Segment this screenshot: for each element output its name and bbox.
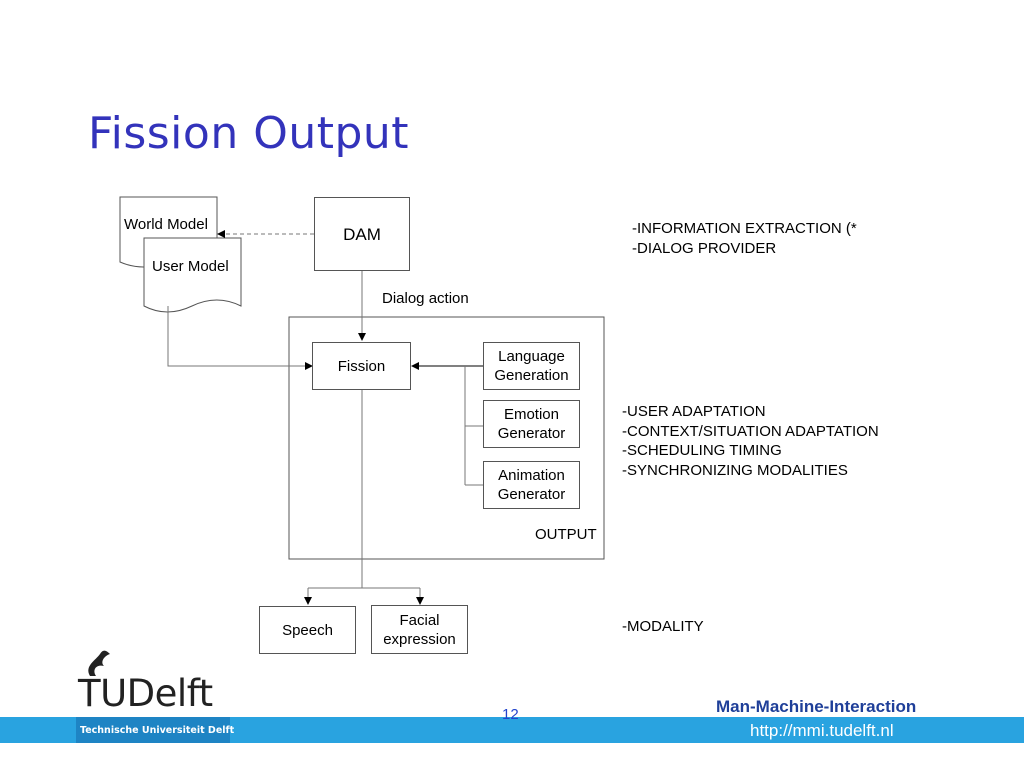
- user-model-label: User Model: [152, 258, 229, 275]
- world-model-label: World Model: [124, 216, 208, 233]
- speech-box: Speech: [259, 606, 356, 654]
- output-container: [288, 316, 605, 560]
- animation-generator-line1: Animation: [498, 467, 565, 484]
- speech-label: Speech: [282, 621, 333, 639]
- emotion-generator-box: Emotion Generator: [483, 400, 580, 448]
- language-generation-box: Language Generation: [483, 342, 580, 390]
- note-line: -CONTEXT/SITUATION ADAPTATION: [622, 422, 879, 440]
- dam-label: DAM: [343, 224, 381, 244]
- user-model-doc-shape: [143, 237, 242, 313]
- note-line: -SCHEDULING TIMING: [622, 442, 782, 459]
- notes-bottom: -MODALITY: [622, 617, 704, 637]
- dam-box: DAM: [314, 197, 410, 271]
- facial-expression-line1: Facial: [399, 611, 440, 629]
- group-url[interactable]: http://mmi.tudelft.nl: [750, 721, 894, 740]
- facial-expression-line2: expression: [383, 630, 456, 648]
- user-model-to-fission-arrow: [167, 306, 313, 370]
- tu-flame-icon: [88, 650, 110, 676]
- output-label: OUTPUT: [535, 526, 597, 543]
- note-line: -MODALITY: [622, 618, 704, 635]
- language-generation-line1: Language: [498, 348, 565, 365]
- notes-middle: -USER ADAPTATION -CONTEXT/SITUATION ADAP…: [622, 402, 879, 480]
- note-line: -USER ADAPTATION: [622, 403, 766, 420]
- animation-generator-box: Animation Generator: [483, 461, 580, 509]
- dialog-action-label: Dialog action: [382, 290, 469, 307]
- university-name: Technische Universiteit Delft: [80, 725, 235, 736]
- notes-top: -INFORMATION EXTRACTION (* -DIALOG PROVI…: [632, 219, 857, 258]
- note-line: -DIALOG PROVIDER: [632, 239, 777, 257]
- emotion-generator-line2: Generator: [497, 425, 566, 442]
- facial-expression-box: Facial expression: [371, 605, 468, 654]
- slide-title: Fission Output: [88, 108, 410, 159]
- note-line: -INFORMATION EXTRACTION (*: [632, 220, 857, 237]
- emotion-generator-line1: Emotion: [503, 406, 559, 423]
- animation-generator-line2: Generator: [497, 486, 566, 503]
- tudelft-logo: TUDelft: [78, 672, 213, 715]
- fission-box: Fission: [312, 342, 411, 390]
- language-generation-line2: Generation: [494, 367, 569, 384]
- footer-university-band: [76, 717, 230, 743]
- page-number: 12: [502, 706, 519, 723]
- note-line: -SYNCHRONIZING MODALITIES: [622, 461, 848, 479]
- group-name: Man-Machine-Interaction: [716, 697, 917, 716]
- fission-label: Fission: [337, 357, 386, 375]
